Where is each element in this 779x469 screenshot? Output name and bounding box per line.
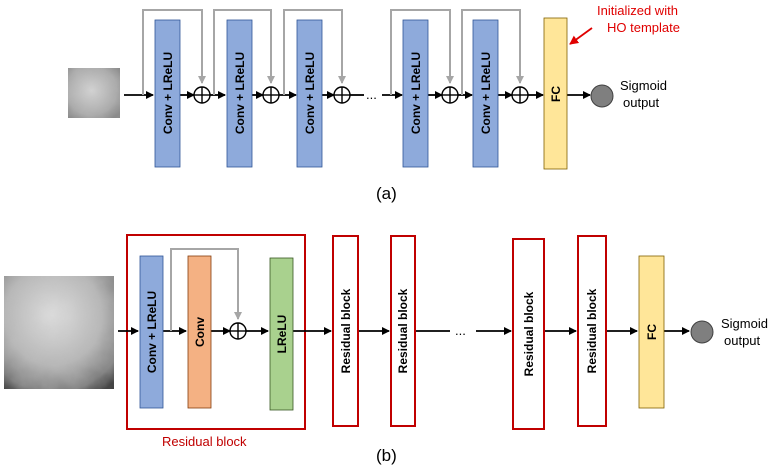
caption-b: (b) xyxy=(376,446,397,465)
annotation-line1: Initialized with xyxy=(597,3,678,18)
layer-label: Conv xyxy=(193,317,207,347)
conv-block-b: Conv xyxy=(187,255,212,409)
layer-label: Residual block xyxy=(396,288,410,373)
annotation-line2: HO template xyxy=(607,20,680,35)
fc-label-b: FC xyxy=(645,324,659,340)
sigmoid-label-a: Sigmoid xyxy=(620,78,667,93)
conv-lrelu-block-a1: Conv + LReLU xyxy=(154,19,181,168)
layer-label: Residual block xyxy=(339,288,353,373)
input-image-a xyxy=(68,68,120,118)
layer-label: LReLU xyxy=(275,315,289,354)
sum-node xyxy=(262,86,280,104)
ellipsis-a: ... xyxy=(366,87,377,102)
sum-node xyxy=(441,86,459,104)
fc-block-b: FC xyxy=(638,255,665,409)
layer-label: Conv + LReLU xyxy=(161,52,175,134)
input-image-b xyxy=(4,276,114,389)
sigmoid-output-node-b xyxy=(690,320,714,344)
layer-label: Conv + LReLU xyxy=(479,52,493,134)
skip-connections-a xyxy=(142,9,524,95)
residual-block-group-label: Residual block xyxy=(162,434,247,449)
sum-node-b xyxy=(229,322,247,340)
sum-node xyxy=(511,86,529,104)
layer-label: Residual block xyxy=(585,288,599,373)
fc-label-a: FC xyxy=(549,86,563,102)
lrelu-block-b: LReLU xyxy=(269,257,294,411)
skip-connection-b xyxy=(170,248,242,331)
residual-block-b2: Residual block xyxy=(390,235,416,427)
caption-a: (a) xyxy=(376,184,397,203)
sum-node xyxy=(193,86,211,104)
panel-b: Residual block Conv + LReLU Conv xyxy=(4,234,768,465)
sum-nodes-a xyxy=(193,86,529,104)
layer-label: Conv + LReLU xyxy=(233,52,247,134)
conv-lrelu-block-a5: Conv + LReLU xyxy=(472,19,499,168)
conv-lrelu-block-b: Conv + LReLU xyxy=(139,255,164,409)
residual-block-group xyxy=(126,234,306,430)
ellipsis-b: ... xyxy=(455,323,466,338)
annotation-arrow xyxy=(569,27,593,45)
layer-label: Residual block xyxy=(522,291,536,376)
output-label-b: output xyxy=(724,333,761,348)
conv-lrelu-block-a3: Conv + LReLU xyxy=(296,19,323,168)
sigmoid-output-node-a xyxy=(590,84,614,108)
residual-block-b4: Residual block xyxy=(577,235,607,427)
layer-label: Conv + LReLU xyxy=(409,52,423,134)
layer-label: Conv + LReLU xyxy=(145,291,159,373)
sigmoid-label-b: Sigmoid xyxy=(721,316,768,331)
fc-block-a: FC xyxy=(543,17,568,170)
conv-lrelu-block-a4: Conv + LReLU xyxy=(402,19,429,168)
output-label-a: output xyxy=(623,95,660,110)
layer-label: Conv + LReLU xyxy=(303,52,317,134)
conv-lrelu-block-a2: Conv + LReLU xyxy=(226,19,253,168)
panel-a: Conv + LReLU Conv + LReLU Conv + LReLU C… xyxy=(68,3,680,203)
residual-block-b1: Residual block xyxy=(332,235,359,427)
sum-node xyxy=(333,86,351,104)
residual-block-b3: Residual block xyxy=(512,238,545,430)
